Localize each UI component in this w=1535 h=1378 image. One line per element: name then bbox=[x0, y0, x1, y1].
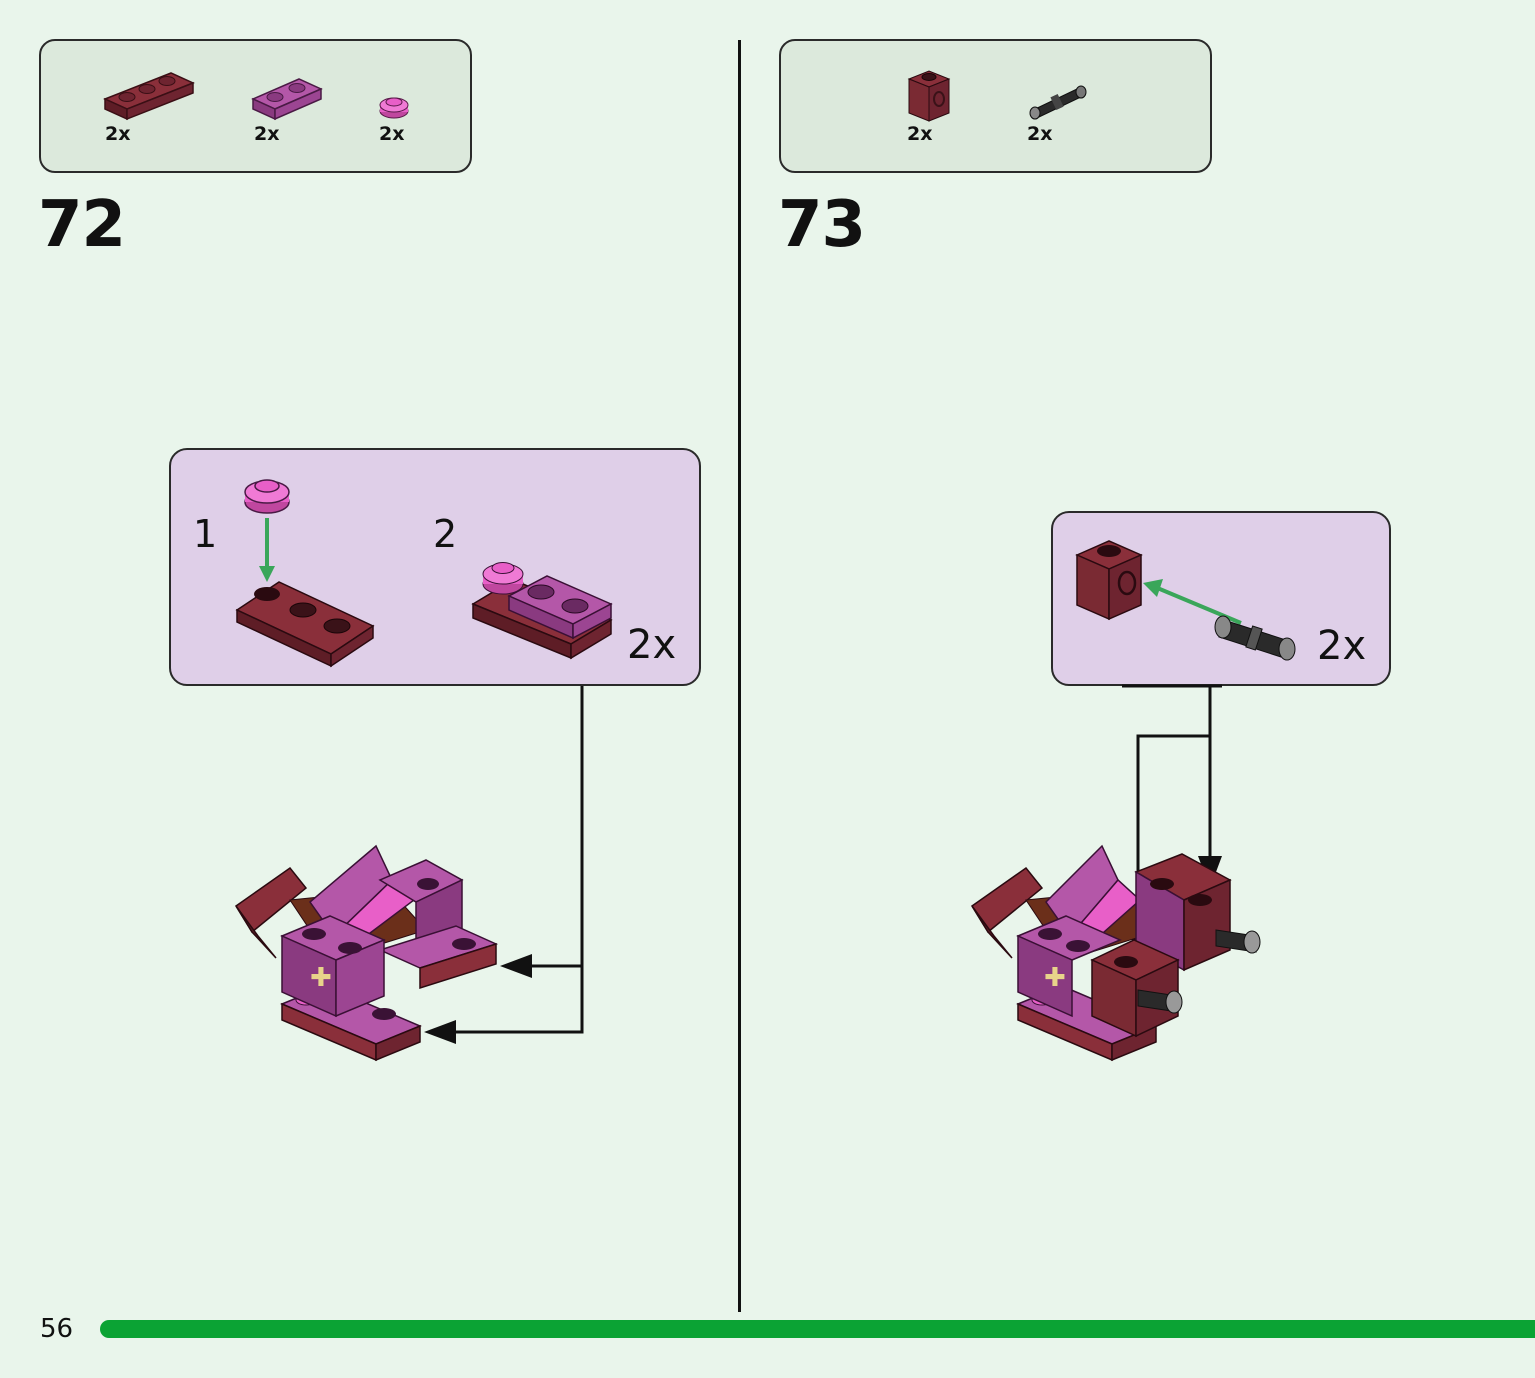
magenta-1x2-plate-icon bbox=[251, 78, 323, 121]
progress-bar bbox=[100, 1320, 1535, 1338]
svg-text:✚: ✚ bbox=[1044, 963, 1066, 993]
parts-list-step-72: 2x 2x 2x bbox=[39, 39, 472, 173]
subassembly-callout-step-72: 1 2 2x bbox=[169, 448, 701, 686]
dark-red-technic-brick-icon bbox=[907, 70, 951, 122]
substep-1-illustration bbox=[235, 479, 375, 668]
parts-list-step-73: 2x 2x bbox=[779, 39, 1212, 173]
substep-2-illustration bbox=[471, 562, 613, 660]
multiplier-label: 2x bbox=[1317, 623, 1367, 669]
step-divider bbox=[738, 40, 741, 1312]
part-qty: 2x bbox=[254, 123, 280, 145]
dark-red-1x3-plate-icon bbox=[103, 72, 195, 121]
step-number: 73 bbox=[778, 188, 866, 262]
part-qty: 2x bbox=[1027, 123, 1053, 145]
step-number: 72 bbox=[38, 188, 126, 262]
substep-number: 1 bbox=[193, 512, 218, 556]
part-qty: 2x bbox=[379, 123, 405, 145]
subassembly-callout-step-73: 2x bbox=[1051, 511, 1391, 686]
model-illustration-step-72: ✚ bbox=[234, 844, 499, 1062]
part-qty: 2x bbox=[907, 123, 933, 145]
black-technic-pin-icon bbox=[1029, 85, 1087, 120]
subassembly-illustration bbox=[1075, 540, 1296, 661]
part-qty: 2x bbox=[105, 123, 131, 145]
model-illustration-step-73: ✚ bbox=[970, 844, 1261, 1062]
svg-text:✚: ✚ bbox=[310, 963, 332, 993]
pink-round-plate-icon bbox=[379, 97, 409, 119]
substep-number: 2 bbox=[433, 512, 458, 556]
page-number: 56 bbox=[40, 1314, 74, 1344]
multiplier-label: 2x bbox=[627, 622, 677, 668]
